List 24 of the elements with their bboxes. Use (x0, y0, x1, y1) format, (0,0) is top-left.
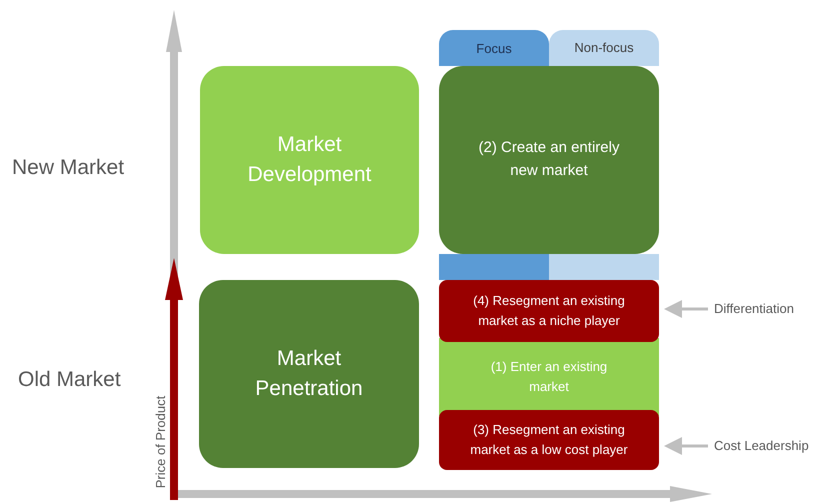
strategy-type-label: Differentiation (714, 300, 794, 318)
strategy-box (439, 280, 659, 342)
strategy-box (439, 410, 659, 470)
strategy-label: (2) Create an entirely new market (478, 138, 620, 181)
quadrant-label: Market Penetration (254, 346, 364, 402)
axis-title: Price of Product (153, 394, 169, 490)
quadrant-box (200, 66, 419, 254)
strategy-label: (1) Enter an existing market (490, 358, 608, 396)
strategy-box (439, 66, 659, 254)
arrow (664, 300, 708, 318)
column-heading: Non-focus (574, 40, 634, 56)
column-band (439, 30, 549, 66)
quadrant-label: Market Development (246, 132, 372, 188)
column-band (549, 30, 659, 66)
strategy-label: (3) Resegment an existing market as a low cost player (469, 421, 629, 459)
column-band (549, 254, 659, 280)
arrow (664, 437, 708, 455)
axis-category-label: New Market (12, 155, 124, 181)
strategy-label: (4) Resegment an existing market as a niche player (472, 292, 626, 330)
column-heading: Focus (476, 41, 512, 57)
axis-category-label: Old Market (18, 367, 121, 393)
quadrant-box (199, 280, 419, 468)
strategy-type-label: Cost Leadership (714, 437, 809, 455)
column-band (439, 254, 549, 280)
